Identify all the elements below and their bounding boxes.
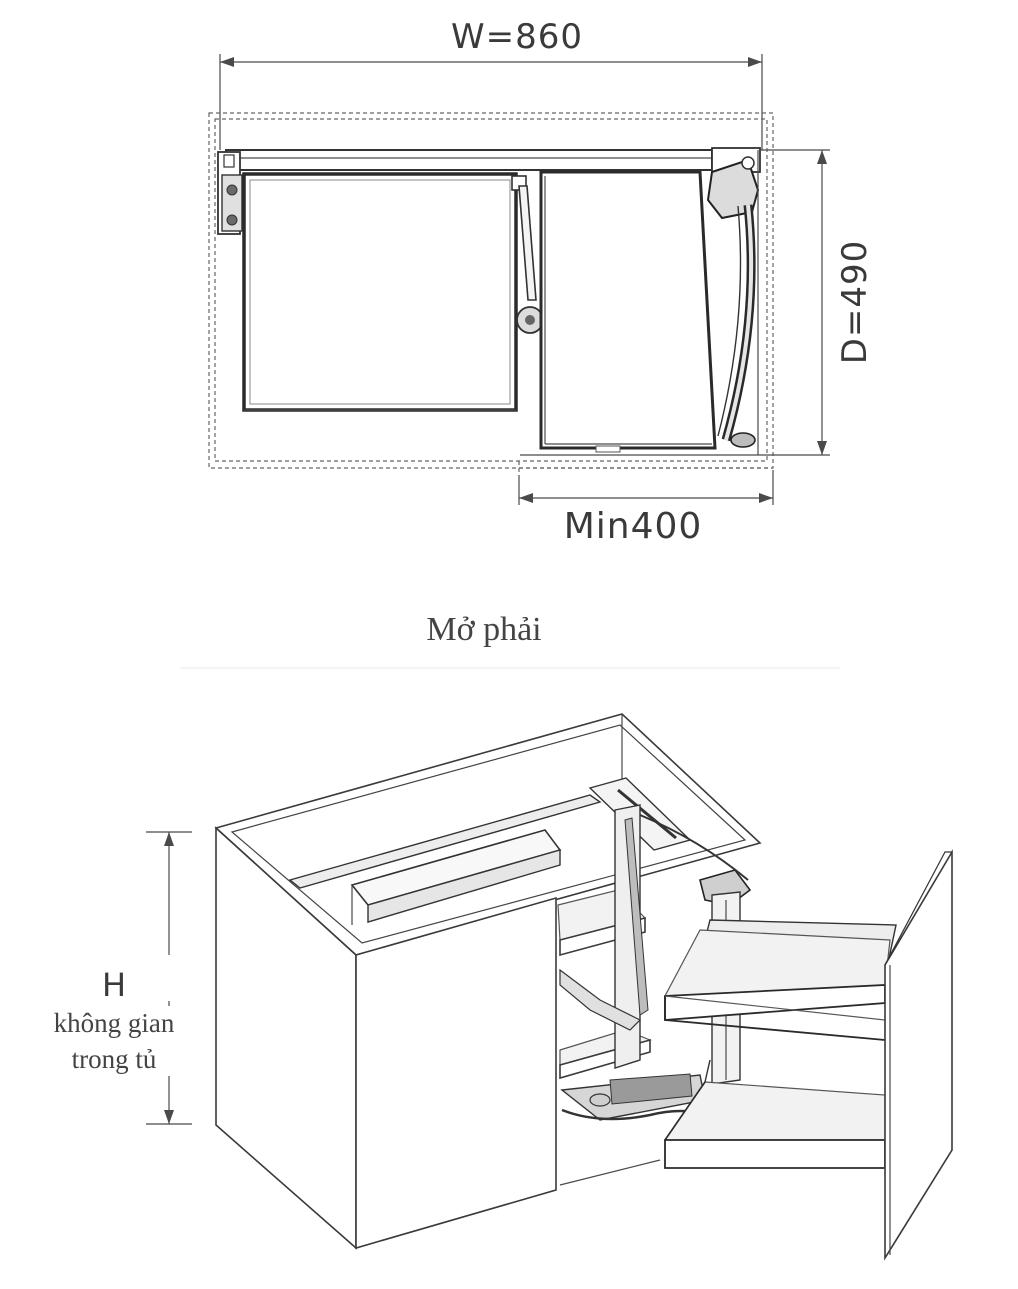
min-dimension: Min400 (518, 470, 774, 547)
plan-view: W=860 (208, 17, 875, 547)
perspective-view: H không gian trong tủ (34, 713, 953, 1261)
right-door (884, 849, 953, 1261)
left-basket (242, 172, 518, 412)
opening-direction-caption: Mở phải (426, 611, 541, 648)
min-label: Min400 (564, 506, 703, 547)
inner-shelves (557, 804, 652, 1080)
height-desc-line1: không gian (54, 1008, 175, 1038)
height-dimension: H không gian trong tủ (34, 831, 192, 1125)
width-dimension: W=860 (219, 17, 763, 150)
rear-inner-basket (350, 829, 562, 925)
top-rail (225, 147, 761, 173)
height-letter: H (102, 966, 126, 1004)
depth-dimension: D=490 (760, 149, 875, 456)
pulled-out-upper-basket (663, 919, 897, 1041)
height-desc-line2: trong tủ (72, 1044, 157, 1074)
width-label: W=860 (451, 17, 583, 57)
pulled-out-lower-basket (663, 1059, 886, 1169)
right-basket (520, 170, 760, 456)
right-mechanism (706, 150, 760, 455)
cabinet-outline (208, 112, 774, 475)
depth-label: D=490 (835, 240, 875, 365)
left-bracket (217, 151, 243, 235)
